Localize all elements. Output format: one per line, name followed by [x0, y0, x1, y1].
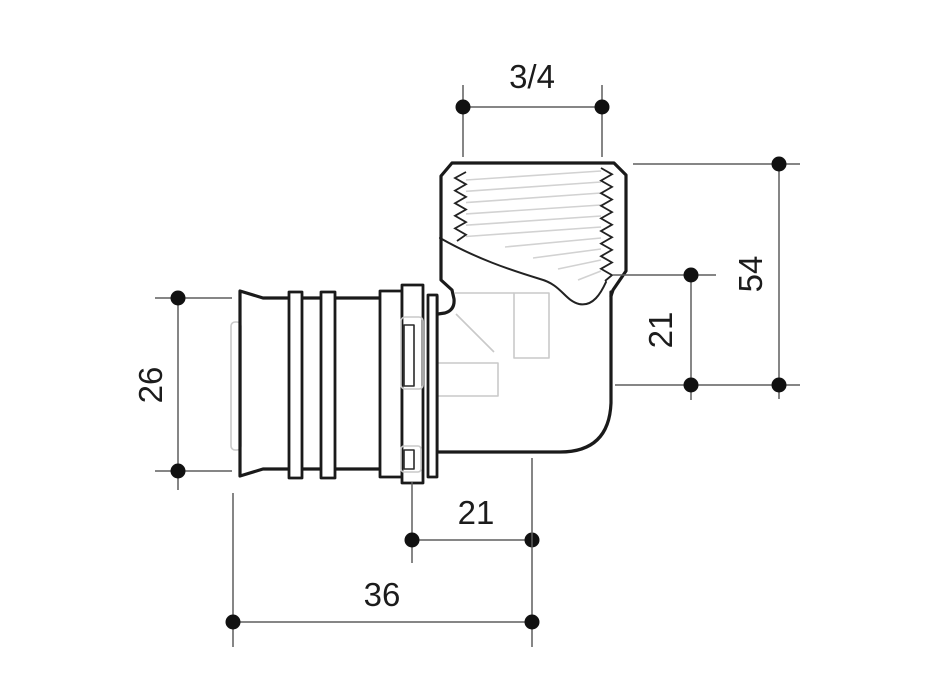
sleeve-flange — [426, 293, 439, 479]
elbow-outline — [435, 290, 613, 454]
dimension-bottom-offset: 21 — [404, 482, 540, 563]
dimension-bottom-length: 36 — [225, 458, 540, 647]
threaded-socket — [436, 161, 628, 316]
section-break-line — [439, 237, 607, 306]
crimp-rib — [287, 290, 304, 480]
retaining-ring — [400, 283, 425, 485]
dimension-dot — [404, 532, 420, 548]
thread-zigzag-left — [453, 171, 468, 242]
sleeve-flare — [238, 289, 291, 478]
dimensions: 3/4 54 21 26 — [132, 58, 800, 647]
latch-window-lower — [400, 445, 422, 473]
elbow-body — [435, 290, 613, 454]
dimension-socket-offset: 21 — [613, 267, 716, 400]
dimension-label-overall-height: 54 — [732, 256, 769, 293]
thread-zigzag-right — [599, 167, 614, 282]
sleeve-collar — [378, 289, 404, 479]
extension-line — [462, 85, 603, 157]
latch-window-upper — [400, 316, 424, 390]
dimension-dot — [170, 290, 186, 306]
dimension-label-socket-offset: 21 — [642, 312, 679, 349]
extension-line — [232, 458, 533, 647]
dimension-label-press-diameter: 26 — [132, 367, 169, 404]
dimension-dot — [455, 99, 471, 115]
press-sleeve — [230, 283, 439, 485]
dimension-dot — [683, 377, 699, 393]
sleeve-body-edges — [300, 296, 382, 471]
dimension-label-thread-size: 3/4 — [509, 58, 555, 95]
dimension-press-diameter: 26 — [132, 290, 232, 490]
dimension-label-bottom-length: 36 — [364, 576, 401, 613]
dimension-dot — [594, 99, 610, 115]
dimension-dot — [771, 156, 787, 172]
dimension-thread-size: 3/4 — [455, 58, 610, 157]
dimension-dot — [170, 463, 186, 479]
dimension-dot — [771, 377, 787, 393]
extension-line — [155, 297, 232, 472]
socket-outline — [436, 161, 628, 316]
crimp-rib — [319, 290, 337, 480]
thread-lines — [465, 170, 602, 281]
dimension-overall-height: 54 — [615, 156, 800, 399]
dimension-label-bottom-offset: 21 — [458, 494, 495, 531]
dimension-dot — [524, 614, 540, 630]
dimension-dot — [225, 614, 241, 630]
dimension-dot — [683, 267, 699, 283]
